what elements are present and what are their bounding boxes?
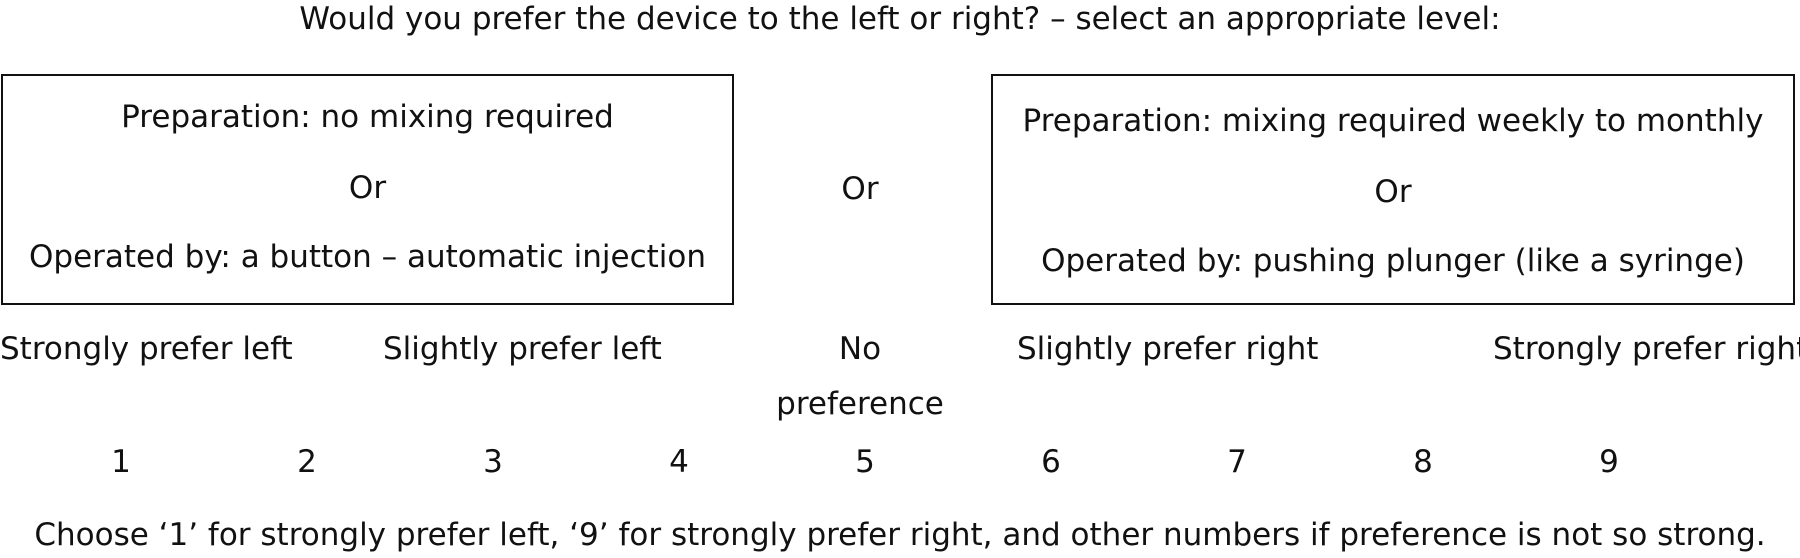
right-operation-text: Operated by: pushing plunger (like a syr… <box>1041 243 1745 279</box>
scale-label-no-preference: No preference <box>776 331 944 422</box>
left-operation-text: Operated by: a button – automatic inject… <box>28 239 707 275</box>
scale-label-strongly-left: Strongly prefer left <box>0 331 293 367</box>
scale-option-4[interactable]: 4 <box>669 444 689 480</box>
right-device-option: Preparation: mixing required weekly to m… <box>991 74 1795 305</box>
right-or-text: Or <box>1374 174 1412 210</box>
scale-option-9[interactable]: 9 <box>1599 444 1619 480</box>
scale-option-3[interactable]: 3 <box>483 444 503 480</box>
right-preparation-text: Preparation: mixing required weekly to m… <box>1022 103 1764 139</box>
scale-option-5[interactable]: 5 <box>855 444 875 480</box>
scale-option-8[interactable]: 8 <box>1413 444 1433 480</box>
scale-label-slightly-right: Slightly prefer right <box>1017 331 1319 367</box>
scale-label-slightly-left: Slightly prefer left <box>383 331 662 367</box>
scale-option-7[interactable]: 7 <box>1227 444 1247 480</box>
scale-option-2[interactable]: 2 <box>297 444 317 480</box>
left-or-text: Or <box>348 170 387 206</box>
middle-or-text: Or <box>841 171 879 207</box>
question-heading: Would you prefer the device to the left … <box>299 1 1501 37</box>
scale-option-6[interactable]: 6 <box>1041 444 1061 480</box>
left-preparation-text: Preparation: no mixing required <box>121 99 614 135</box>
scale-option-1[interactable]: 1 <box>111 444 131 480</box>
left-device-option: Preparation: no mixing required Or Opera… <box>1 74 734 305</box>
instruction-text: Choose ‘1’ for strongly prefer left, ‘9’… <box>34 517 1766 553</box>
scale-label-strongly-right: Strongly prefer right <box>1493 331 1800 367</box>
